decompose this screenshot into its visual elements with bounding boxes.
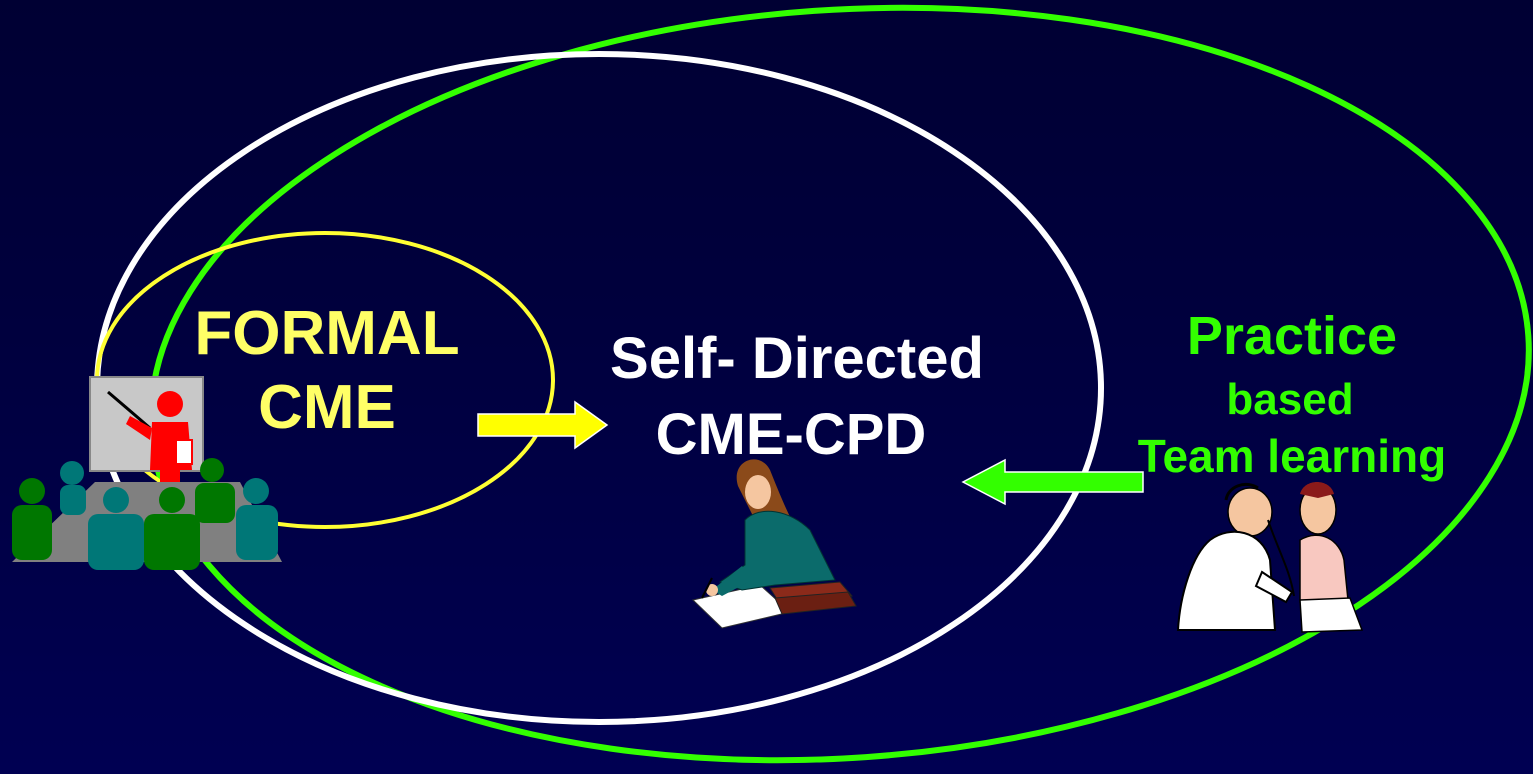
practice-label-line3: Team learning — [1138, 430, 1446, 482]
self-directed-label-line1: Self- Directed — [610, 326, 984, 391]
practice-to-self-arrow — [961, 458, 1144, 506]
doctor-patient-icon — [1176, 482, 1364, 633]
lecture-presenter-icon — [12, 376, 282, 570]
practice-label-line1: Practice — [1187, 306, 1397, 366]
woman-writing-icon — [691, 459, 857, 629]
formal-to-self-arrow — [477, 400, 609, 450]
practice-label-line2: based — [1226, 375, 1353, 424]
formal-label-line2: CME — [258, 373, 396, 442]
formal-label-line1: FORMAL — [194, 299, 459, 368]
self-directed-label-line2: CME-CPD — [656, 402, 927, 467]
